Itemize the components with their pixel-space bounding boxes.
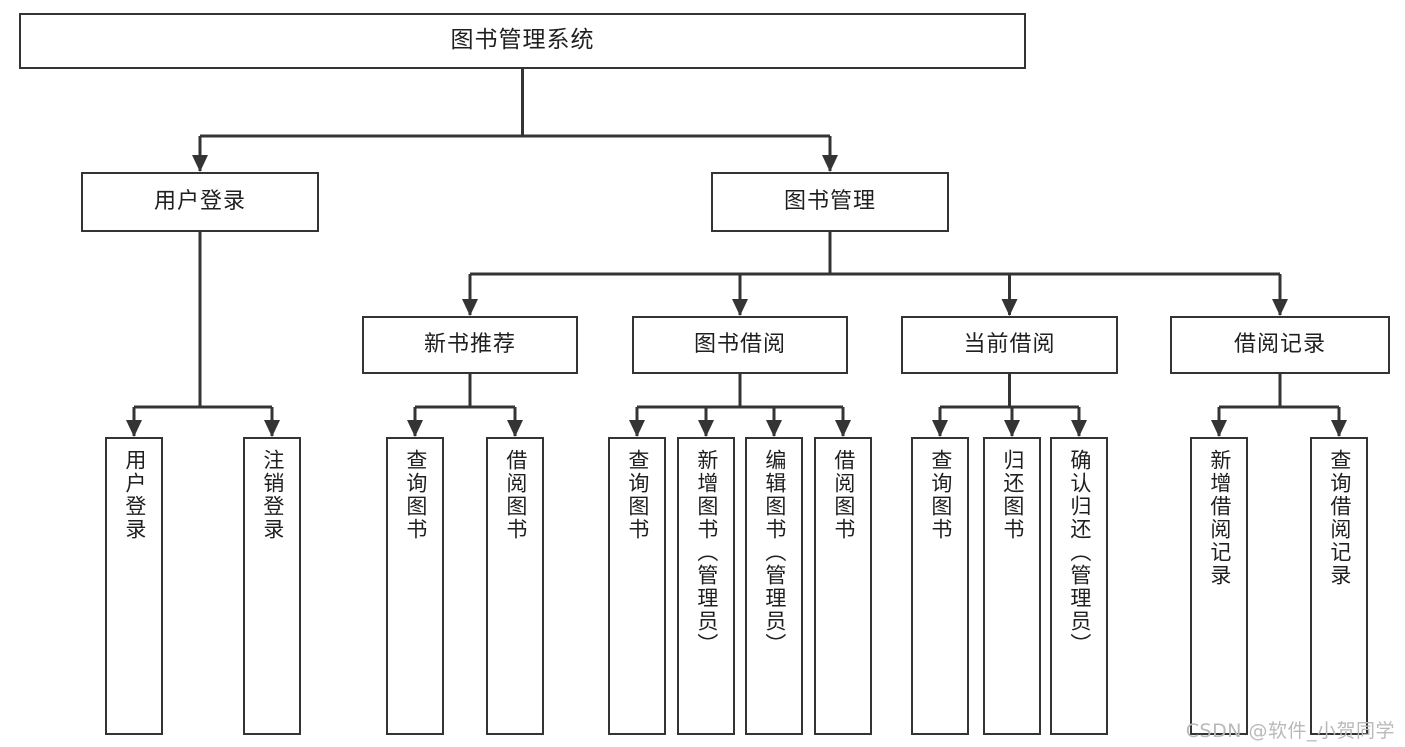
node-label: 当前借阅: [963, 331, 1056, 357]
node-leaf-add-borrow-record[interactable]: 新增借阅记录: [1190, 437, 1248, 735]
node-label: 新书推荐: [423, 331, 516, 357]
node-leaf-return-book[interactable]: 归还图书: [983, 437, 1041, 735]
node-label: 新增借阅记录: [1207, 449, 1232, 587]
node-leaf-query-borrow-record[interactable]: 查询借阅记录: [1310, 437, 1368, 735]
node-label: 新增图书（管理员）: [694, 449, 719, 656]
node-leaf-user-login[interactable]: 用户登录: [105, 437, 163, 735]
node-book-management[interactable]: 图书管理: [711, 172, 949, 232]
node-label: 查询借阅记录: [1327, 449, 1352, 587]
node-root-book-management-system[interactable]: 图书管理系统: [19, 13, 1026, 69]
watermark-text: CSDN @软件_小贺同学: [1185, 720, 1395, 742]
node-label: 确认归还（管理员）: [1067, 449, 1092, 656]
node-label: 归还图书: [1000, 449, 1025, 541]
node-label: 图书管理系统: [450, 27, 595, 54]
node-leaf-query-book-1[interactable]: 查询图书: [386, 437, 444, 735]
node-new-book-recommendation[interactable]: 新书推荐: [362, 316, 578, 374]
node-label: 用户登录: [153, 188, 246, 214]
node-leaf-add-book-admin[interactable]: 新增图书（管理员）: [677, 437, 735, 735]
node-leaf-logout[interactable]: 注销登录: [243, 437, 301, 735]
node-leaf-query-book-2[interactable]: 查询图书: [608, 437, 666, 735]
node-label: 查询图书: [928, 449, 953, 541]
node-label: 图书管理: [783, 188, 876, 214]
node-label: 借阅图书: [831, 449, 856, 541]
node-borrowing-record[interactable]: 借阅记录: [1170, 316, 1390, 374]
node-label: 图书借阅: [693, 331, 786, 357]
node-label: 借阅图书: [503, 449, 528, 541]
node-leaf-edit-book-admin[interactable]: 编辑图书（管理员）: [745, 437, 803, 735]
node-leaf-borrow-book-1[interactable]: 借阅图书: [486, 437, 544, 735]
node-current-borrowing[interactable]: 当前借阅: [901, 316, 1118, 374]
node-leaf-borrow-book-2[interactable]: 借阅图书: [814, 437, 872, 735]
node-label: 查询图书: [403, 449, 428, 541]
node-label: 编辑图书（管理员）: [762, 449, 787, 656]
node-label: 查询图书: [625, 449, 650, 541]
node-label: 注销登录: [260, 449, 285, 541]
node-leaf-query-book-3[interactable]: 查询图书: [911, 437, 969, 735]
node-book-borrowing[interactable]: 图书借阅: [632, 316, 848, 374]
node-label: 借阅记录: [1233, 331, 1326, 357]
node-label: 用户登录: [122, 449, 147, 541]
node-user-login[interactable]: 用户登录: [81, 172, 319, 232]
node-leaf-confirm-return[interactable]: 确认归还（管理员）: [1050, 437, 1108, 735]
